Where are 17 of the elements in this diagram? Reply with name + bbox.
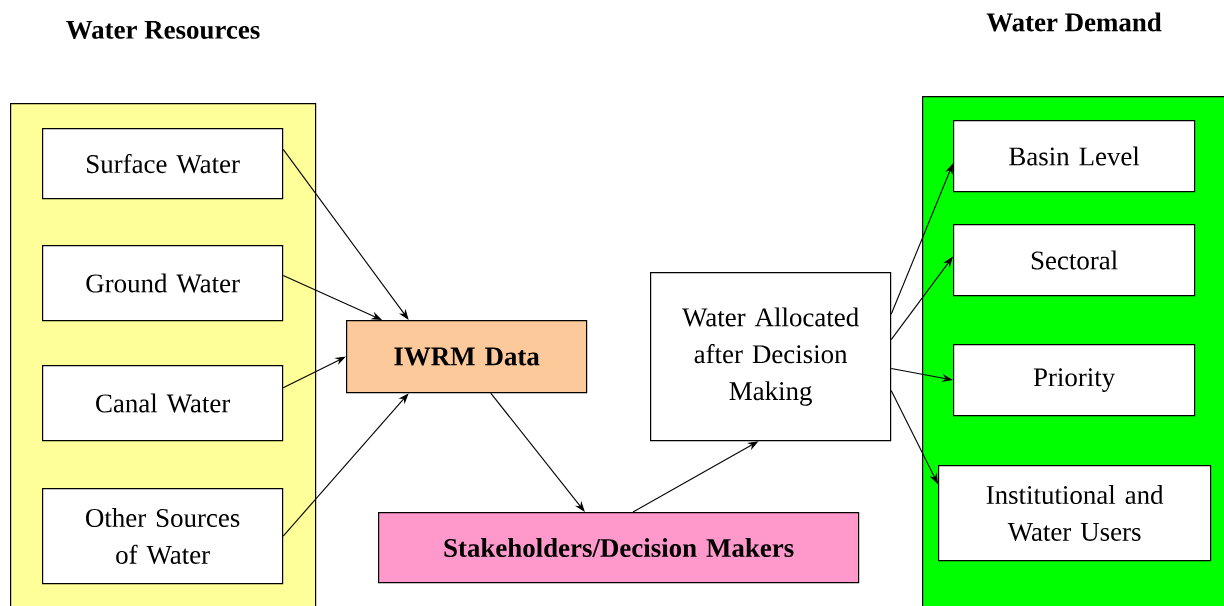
process-box: Water Allocated after Decision Making: [650, 272, 892, 442]
process-box: Stakeholders/Decision Makers: [378, 512, 860, 584]
arrow: [282, 356, 346, 389]
process-box: Surface Water: [42, 128, 284, 200]
process-box: Sectoral: [953, 224, 1196, 297]
process-box: Ground Water: [42, 245, 284, 322]
arrow: [282, 148, 409, 320]
process-box: Canal Water: [42, 365, 284, 442]
process-box: Priority: [953, 344, 1196, 417]
process-box: Basin Level: [953, 120, 1196, 193]
process-box: Other Sources of Water: [42, 488, 284, 585]
process-box: IWRM Data: [346, 320, 588, 394]
heading: Water Resources: [66, 20, 260, 39]
arrow: [490, 392, 585, 512]
process-box: Institutional and Water Users: [938, 465, 1212, 562]
heading: Water Demand: [986, 12, 1162, 32]
arrow: [282, 393, 409, 537]
